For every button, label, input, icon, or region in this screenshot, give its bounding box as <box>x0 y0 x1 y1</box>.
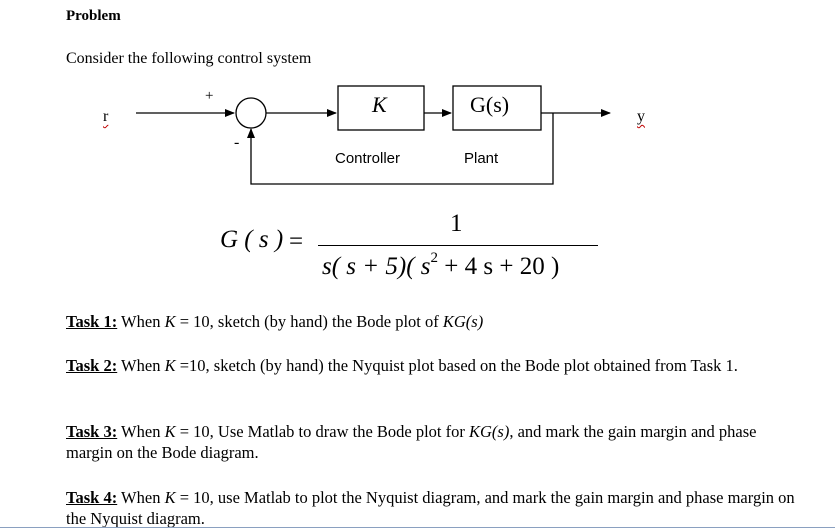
task-text: = 10, use Matlab to plot the Nyquist dia… <box>66 488 795 528</box>
task-3: Task 3: When K = 10, Use Matlab to draw … <box>66 421 806 463</box>
denominator-exponent: 2 <box>430 250 439 266</box>
task-text: , and mark the gain margin and phase mar… <box>66 422 757 462</box>
controller-block-label: K <box>372 92 387 117</box>
feedback-path <box>247 113 554 185</box>
task-function: KG(s) <box>442 312 484 331</box>
denominator-factors: ( s + 5)( s <box>331 253 431 280</box>
task-4: Task 4: When K = 10, use Matlab to plot … <box>66 487 806 529</box>
block-diagram <box>136 85 611 185</box>
controller-caption: Controller <box>335 150 401 167</box>
summing-junction <box>235 97 267 129</box>
task-function: KG(s) <box>469 422 510 441</box>
input-label-r: r <box>103 108 109 125</box>
task-text: When <box>117 356 165 375</box>
output-label-y: y <box>637 108 645 125</box>
equation-numerator: 1 <box>450 210 463 237</box>
task-text: = 10, Use Matlab to draw the Bode plot f… <box>175 422 470 441</box>
task-1: Task 1: When K = 10, sketch (by hand) th… <box>66 311 806 332</box>
equation-lhs: G ( s ) <box>220 226 284 253</box>
page-bottom-rule <box>0 527 835 528</box>
fraction-bar <box>318 245 598 246</box>
plant-block-label: G(s) <box>470 92 510 117</box>
task-text: When <box>117 422 165 441</box>
task-text: When <box>117 488 165 507</box>
task-text: When <box>117 312 165 331</box>
problem-heading: Problem <box>66 8 121 24</box>
task-label: Task 4: <box>66 488 118 507</box>
task-text: =10, sketch (by hand) the Nyquist plot b… <box>175 356 738 375</box>
task-text: = 10, sketch (by hand) the Bode plot of <box>175 312 443 331</box>
plus-sign: + <box>205 88 214 104</box>
plant-caption: Plant <box>464 150 499 167</box>
task-label: Task 2: <box>66 356 118 375</box>
denominator-tail: + 4 s + 20 ) <box>438 253 560 280</box>
equation-equals: = <box>289 228 304 255</box>
controller-block <box>337 85 425 131</box>
problem-intro: Consider the following control system <box>66 50 312 67</box>
task-variable: K <box>164 488 176 507</box>
denominator-s: s <box>322 253 332 280</box>
minus-sign: - <box>234 134 240 151</box>
task-variable: K <box>164 356 176 375</box>
plant-block <box>452 85 542 131</box>
task-variable: K <box>164 312 176 331</box>
task-label: Task 1: <box>66 312 118 331</box>
equation-denominator: s( s + 5)( s2 + 4 s + 20 ) <box>322 250 559 281</box>
task-variable: K <box>164 422 176 441</box>
task-label: Task 3: <box>66 422 118 441</box>
task-2: Task 2: When K =10, sketch (by hand) the… <box>66 355 806 376</box>
